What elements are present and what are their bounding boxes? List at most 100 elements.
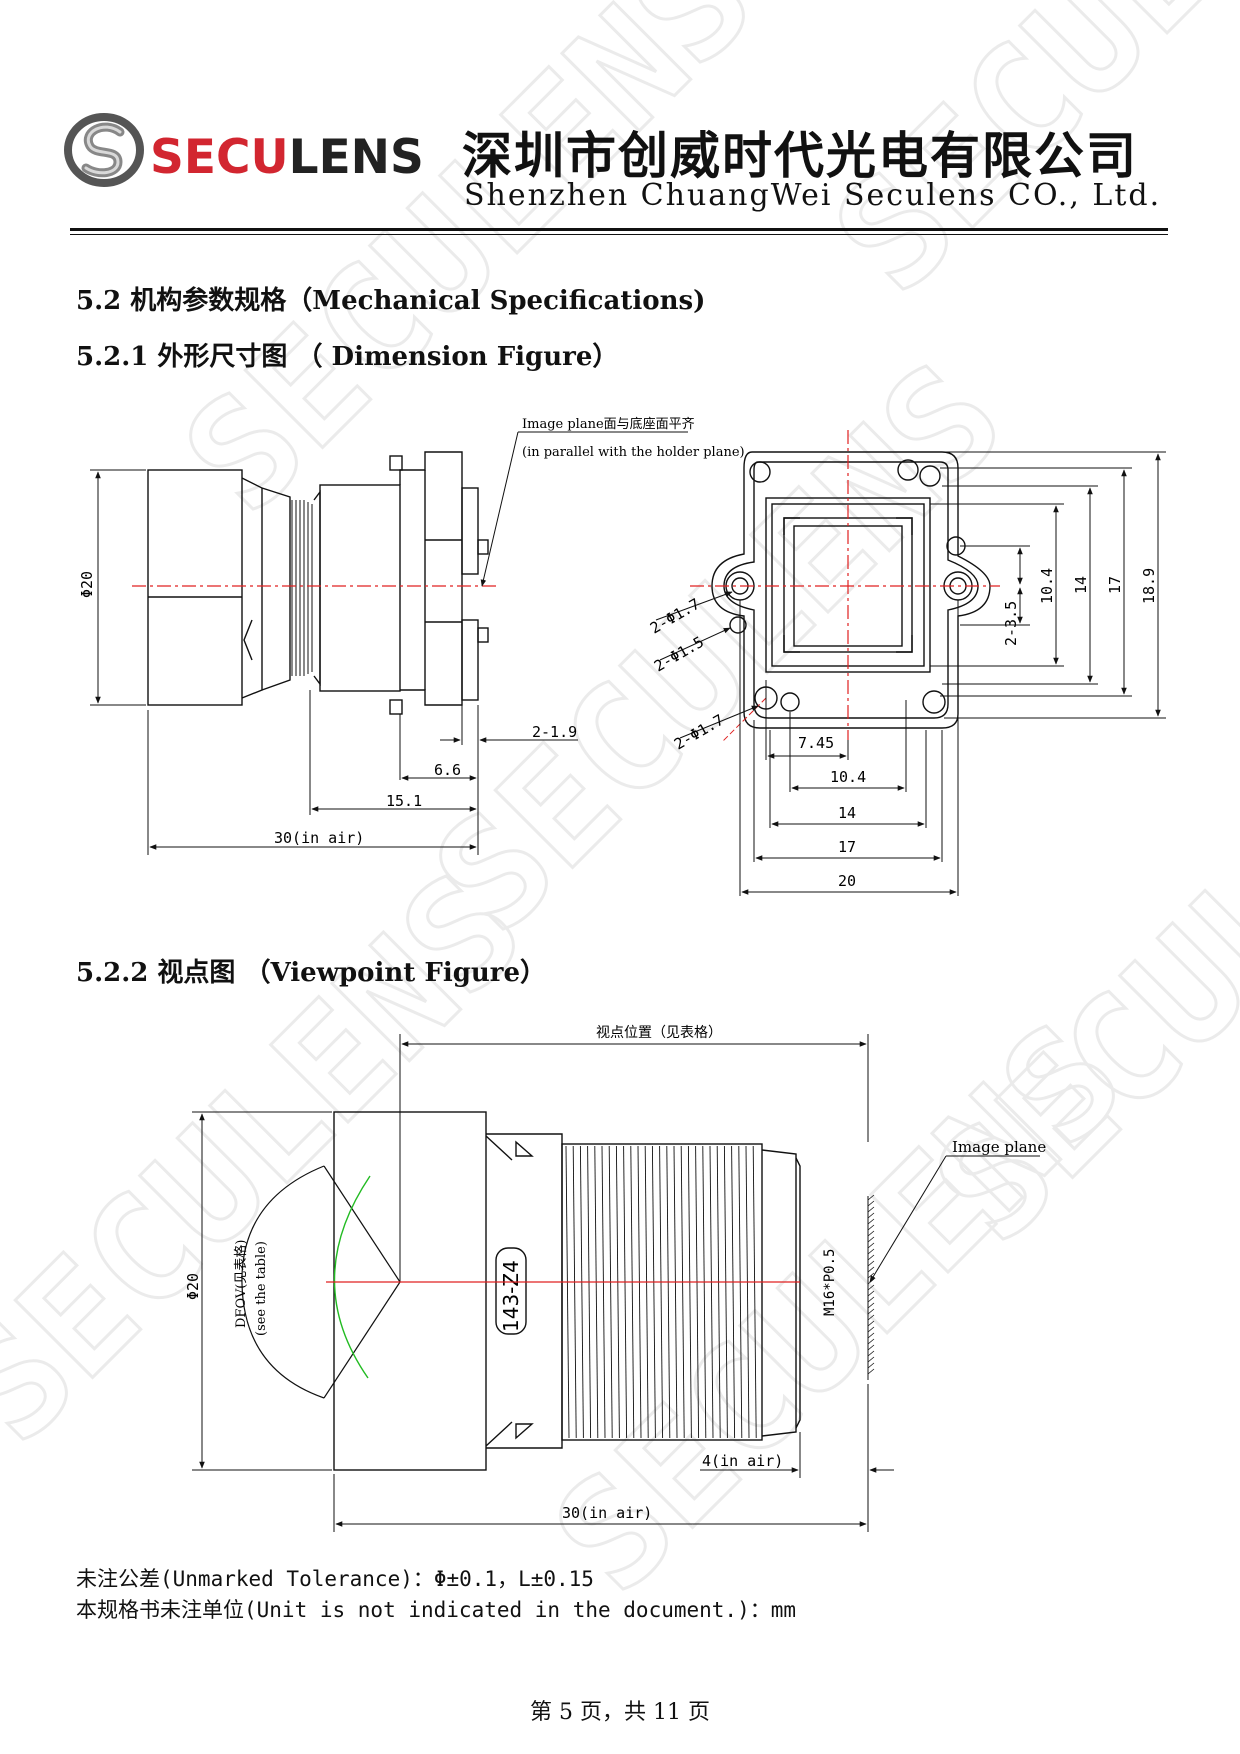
company-name-cn: 深圳市创威时代光电有限公司 (462, 127, 1138, 185)
thread-line (723, 1145, 728, 1439)
thread-line (651, 1145, 656, 1439)
viewpoint-figure: 视点位置（见表格） 143-Z4 DFOV(见表格) (see the tabl… (184, 1025, 1046, 1532)
thread-line (565, 1145, 570, 1439)
image-plane-leader (480, 431, 688, 587)
diameter-dimension (90, 469, 146, 706)
image-plane-note-cn: Image plane面与底座面平齐 (522, 416, 695, 432)
header-rule-thin (70, 234, 1168, 235)
hatch-line (867, 1272, 875, 1279)
hatch-line (867, 1266, 875, 1273)
hatch-line (867, 1296, 875, 1303)
side-view-dimensions (147, 690, 578, 855)
hatch-line (867, 1200, 875, 1207)
hatch-line (867, 1326, 875, 1333)
v-dim-2-3-5: 2-3.5 (1002, 601, 1020, 646)
dim-label-30: 30(in air) (274, 829, 364, 847)
page-footer: 第 5 页，共 11 页 (530, 1700, 710, 1725)
dim-label-6-6: 6.6 (434, 761, 461, 779)
thread-line (594, 1145, 599, 1439)
h-dim-7-45: 7.45 (798, 734, 834, 752)
front-vertical-dimensions (930, 451, 1166, 719)
hole-label-a: 2-Φ1.7 (647, 595, 703, 638)
thread-line (637, 1145, 642, 1439)
hatch-line (867, 1260, 875, 1267)
holder-front-view (711, 451, 991, 729)
hole-label-b: 2-Φ1.5 (651, 633, 707, 676)
image-plane (867, 1155, 1040, 1380)
section-heading-5-2-1: 5.2.1 外形尺寸图 （ Dimension Figure） (76, 342, 619, 372)
thread-line (687, 1145, 692, 1439)
viewpoint-label: 视点位置（见表格） (596, 1025, 722, 1041)
hatch-line (867, 1290, 875, 1297)
part-number: 143-Z4 (499, 1260, 523, 1332)
hatch-line (867, 1212, 875, 1219)
thread-line (630, 1145, 635, 1439)
brand-secu: SECU (150, 130, 289, 185)
hatch-line (867, 1332, 875, 1339)
dfov-label-en: (see the table) (254, 1241, 269, 1336)
hatch-line (867, 1218, 875, 1225)
hatch-line (867, 1320, 875, 1327)
v-dim-14: 14 (1072, 576, 1090, 594)
image-plane-hatch (867, 1194, 875, 1375)
company-name-en: Shenzhen ChuangWei Seculens CO., Ltd. (464, 178, 1162, 213)
hatch-line (867, 1350, 875, 1357)
hatch-line (867, 1356, 875, 1363)
hole-label-c: 2-Φ1.7 (671, 711, 727, 754)
thread-line (608, 1145, 613, 1439)
part-number-stamp (495, 1247, 527, 1335)
lens-side-view (147, 451, 489, 715)
image-plane-note-en: (in parallel with the holder plane) (522, 445, 745, 460)
viewpoint-diameter-label: Φ20 (184, 1273, 202, 1300)
hatch-line (867, 1314, 875, 1321)
hatch-line (867, 1284, 875, 1291)
thread-line (673, 1145, 678, 1439)
hatch-line (867, 1224, 875, 1231)
hatch-line (867, 1230, 875, 1237)
hatch-line (867, 1254, 875, 1261)
hatch-line (867, 1278, 875, 1285)
hole-leaders (655, 591, 759, 739)
hatch-line (867, 1362, 875, 1369)
h-dim-17: 17 (838, 838, 856, 856)
hatch-line (867, 1242, 875, 1249)
header-rule (70, 228, 1168, 231)
fov-geometry (241, 1165, 401, 1399)
section-heading-5-2: 5.2 机构参数规格（Mechanical Specifications) (76, 286, 706, 316)
hatch-line (867, 1338, 875, 1345)
thread-line (644, 1145, 649, 1439)
viewpoint-diameter-dimension (192, 1111, 332, 1471)
thread-line (579, 1145, 584, 1439)
v-dim-18-9: 18.9 (1140, 568, 1158, 604)
thread-line (615, 1145, 620, 1439)
front-horizontal-dimensions (739, 600, 959, 896)
unit-note: 本规格书未注单位(Unit is not indicated in the do… (76, 1598, 797, 1622)
h-dim-20: 20 (838, 872, 856, 890)
h-dim-14: 14 (838, 804, 856, 822)
thread-line (702, 1145, 707, 1439)
dim-label-15-1: 15.1 (386, 792, 422, 810)
thread-line (601, 1145, 606, 1439)
hatch-line (867, 1368, 875, 1375)
thread-line (731, 1145, 736, 1439)
v-dim-10-4: 10.4 (1038, 568, 1056, 604)
h-dim-10-4: 10.4 (830, 768, 866, 786)
thread-line (587, 1145, 592, 1439)
hatch-line (867, 1308, 875, 1315)
thread-label: M16*P0.5 (822, 1249, 838, 1316)
brand-lens: LENS (288, 130, 424, 185)
dim-30-label: 30(in air) (562, 1504, 652, 1522)
hatch-line (867, 1302, 875, 1309)
hatch-line (867, 1206, 875, 1213)
thread-line (709, 1145, 714, 1439)
thread-line (716, 1145, 721, 1439)
image-plane-label: Image plane (952, 1138, 1046, 1156)
thread-line (745, 1145, 750, 1439)
thread-line (695, 1145, 700, 1439)
diameter-label: Φ20 (78, 571, 96, 598)
dimension-figure: Φ20 Image plane面与底座面平齐 (in parallel with… (78, 416, 1166, 896)
hatch-line (867, 1236, 875, 1243)
thread-line (623, 1145, 628, 1439)
lens-body (333, 1111, 801, 1471)
